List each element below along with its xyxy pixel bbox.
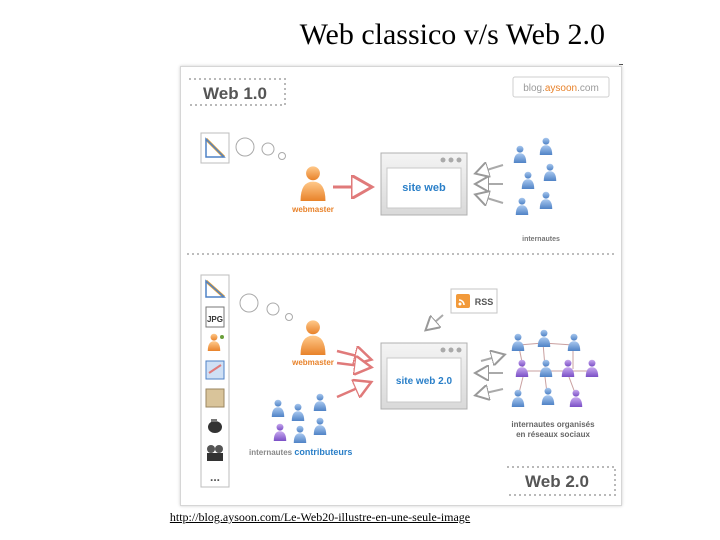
rss-badge: RSS: [450, 288, 498, 314]
map-icon: [205, 388, 225, 408]
thought-bubble-icon: [266, 302, 280, 316]
user-icon: [539, 137, 553, 155]
publish-arrow: [336, 363, 369, 367]
thought-bubble-icon: [278, 152, 286, 160]
user-icon: [513, 145, 527, 163]
thought-bubble-icon: [261, 142, 275, 156]
webmaster-icon: [300, 166, 326, 201]
user-icon: [511, 389, 525, 407]
user-icon: [541, 387, 555, 405]
contribute-arrow: [336, 383, 369, 397]
pencil-ruler-icon: [204, 137, 226, 159]
pencil-ruler-icon: [205, 279, 226, 299]
more-tools-label: ...: [210, 470, 220, 484]
source-link[interactable]: http://blog.aysoon.com/Le-Web20-illustre…: [169, 510, 471, 524]
user-icon: [515, 359, 529, 377]
user-icon: [537, 329, 551, 347]
svg-text:JPG: JPG: [207, 315, 223, 324]
web2-heading-frame: [507, 466, 616, 496]
web1-section: Web 1.0 blog.aysoon.com webmaster site w…: [189, 76, 610, 243]
title-tick: [619, 64, 623, 65]
user-icon: [291, 403, 305, 421]
visit-arrow: [477, 165, 504, 173]
user-icon: [585, 359, 599, 377]
webmaster-icon: [300, 320, 326, 355]
blog-brand-badge: [512, 76, 610, 98]
user-icon: [539, 359, 553, 377]
user-icon: [273, 423, 287, 441]
thought-bubble-icon: [235, 137, 255, 157]
user-icon: [313, 393, 327, 411]
blog-brand-text: blog.aysoon.com: [523, 83, 599, 94]
web2-webmaster-label: webmaster: [291, 358, 334, 367]
thought-bubble-icon: [239, 293, 259, 313]
user-icon: [515, 197, 529, 215]
user-icon: [521, 171, 535, 189]
user-icon: [539, 191, 553, 209]
user-icon: [271, 399, 285, 417]
web1-users-cluster: [513, 137, 557, 215]
web2-heading: Web 2.0: [525, 472, 589, 491]
web2-site-label: site web 2.0: [396, 376, 453, 387]
web-comparison-diagram: Web 1.0 blog.aysoon.com webmaster site w…: [180, 66, 622, 506]
web2-section: JPG ... webmaster: [200, 274, 616, 496]
web2-site-window: site web 2.0: [380, 342, 468, 410]
jpg-file-icon: JPG: [205, 306, 225, 328]
slide-title: Web classico v/s Web 2.0: [299, 18, 605, 51]
rss-arrow: [427, 314, 444, 329]
user-icon: [293, 425, 307, 443]
exchange-arrow: [480, 355, 503, 361]
web1-heading: Web 1.0: [203, 84, 267, 103]
diagram-canvas: Web 1.0 blog.aysoon.com webmaster site w…: [187, 76, 616, 496]
thought-bubble-icon: [285, 313, 293, 321]
web1-site-label: site web: [402, 182, 446, 194]
web1-site-window: site web: [380, 152, 468, 216]
svg-text:RSS: RSS: [475, 297, 494, 307]
publish-arrow: [336, 351, 369, 359]
video-camera-icon: [208, 419, 222, 433]
web1-users-label: internautes: [522, 236, 560, 243]
user-icon: [511, 333, 525, 351]
user-icon: [567, 333, 581, 351]
contributors-cluster: [271, 393, 327, 443]
user-icon: [569, 389, 583, 407]
network-label-line2: en réseaux sociaux: [516, 430, 590, 439]
social-network-cluster: [511, 329, 599, 407]
contributors-label: internautes contributeurs: [249, 447, 352, 457]
contact-icon: [207, 333, 224, 351]
web1-webmaster-label: webmaster: [291, 205, 334, 214]
user-icon: [543, 163, 557, 181]
user-icon: [313, 417, 327, 435]
web1-heading-frame: [189, 78, 286, 106]
user-icon: [561, 359, 575, 377]
network-label-line1: internautes organisés: [511, 420, 595, 429]
visit-arrow: [477, 195, 504, 203]
film-camera-icon: [207, 445, 223, 461]
exchange-arrow: [477, 389, 504, 395]
calendar-icon: [205, 360, 225, 380]
